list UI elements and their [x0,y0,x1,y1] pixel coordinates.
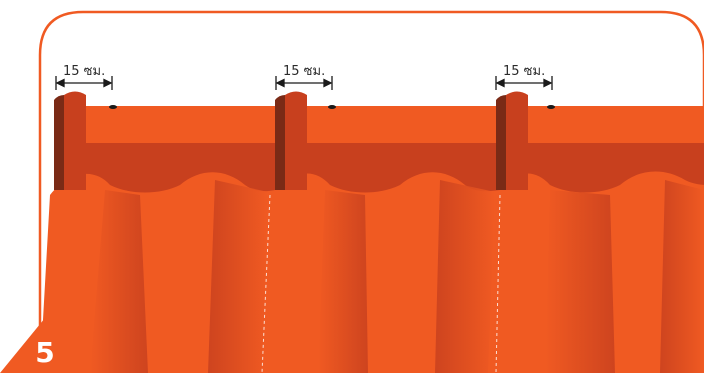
pleat-tab [275,91,307,190]
fold-shade [660,180,704,373]
frame-border [38,10,704,373]
hook-hole [547,105,555,109]
pleat-tab [496,91,528,190]
fold-shade [90,190,148,373]
fold-shade [208,180,268,373]
curtain-body [40,171,704,373]
dimension-label: 15 ซม. [63,64,106,79]
fold-shade [318,190,368,373]
header-strip [55,106,704,144]
dimension-label: 15 ซม. [503,64,546,79]
dimension-label: 15 ซม. [283,64,326,79]
dimension-arrow [55,76,113,90]
hook-hole [109,105,117,109]
dimension-arrow [275,76,333,90]
fold-shade [545,190,615,373]
fold-shade [435,180,495,373]
hook-hole [328,105,336,109]
header-band [55,143,704,193]
dimension-arrow [495,76,553,90]
pleat-tab [54,91,86,190]
step-badge [0,318,90,373]
step-number: 5 [35,336,55,369]
